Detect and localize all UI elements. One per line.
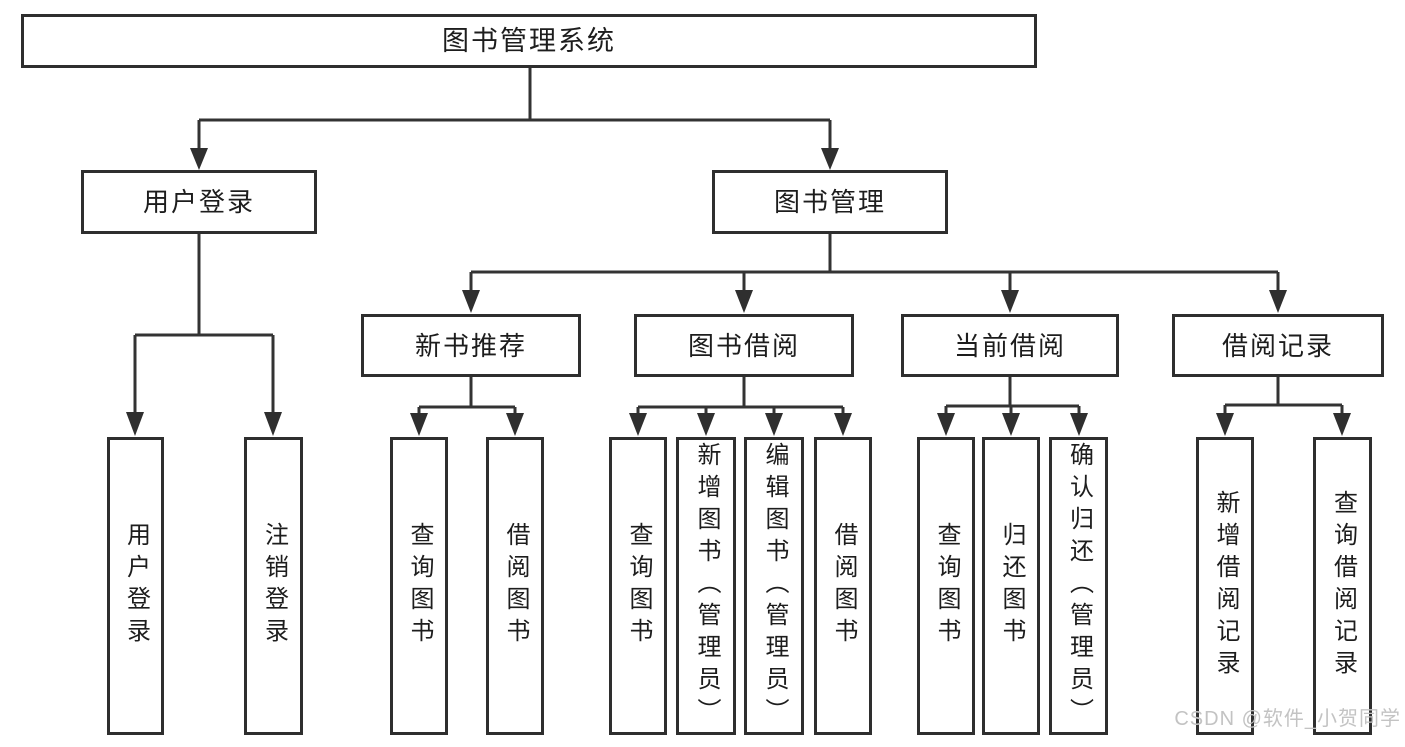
arrow-down-icon [126, 412, 144, 436]
arrow-down-icon [834, 413, 852, 436]
arrow-down-icon [506, 413, 524, 436]
arrow-down-icon [735, 290, 753, 313]
connector-records-to-leaves [1216, 377, 1351, 436]
connector-recommend-to-leaves [410, 377, 524, 436]
leaf-recommend-borrow-books: 借阅图书 [486, 437, 544, 735]
connector-current-to-leaves [937, 377, 1088, 436]
arrow-down-icon [697, 413, 715, 436]
node-current-borrow: 当前借阅 [901, 314, 1119, 377]
arrow-down-icon [1002, 413, 1020, 436]
leaf-borrow-query-books: 查询图书 [609, 437, 667, 735]
arrow-down-icon [1269, 290, 1287, 313]
arrow-down-icon [937, 413, 955, 436]
node-user-login: 用户登录 [81, 170, 317, 234]
node-root-book-management-system: 图书管理系统 [21, 14, 1037, 68]
arrow-down-icon [1216, 413, 1234, 436]
arrow-down-icon [1333, 413, 1351, 436]
leaf-current-query-books: 查询图书 [917, 437, 975, 735]
leaf-recommend-query-books: 查询图书 [390, 437, 448, 735]
node-book-borrow: 图书借阅 [634, 314, 854, 377]
arrow-down-icon [765, 413, 783, 436]
leaf-current-return-books: 归还图书 [982, 437, 1040, 735]
node-borrow-records: 借阅记录 [1172, 314, 1384, 377]
leaf-records-add-record: 新增借阅记录 [1196, 437, 1254, 735]
leaf-borrow-edit-books-admin: 编辑图书（管理员） [744, 437, 804, 735]
leaf-user-login: 用户登录 [107, 437, 164, 735]
connector-user-login-to-leaves [126, 234, 282, 436]
arrow-down-icon [1070, 413, 1088, 436]
leaf-logout: 注销登录 [244, 437, 303, 735]
arrow-down-icon [462, 290, 480, 313]
arrow-down-icon [821, 148, 839, 170]
arrow-down-icon [410, 413, 428, 436]
node-book-management: 图书管理 [712, 170, 948, 234]
node-new-book-recommend: 新书推荐 [361, 314, 581, 377]
leaf-borrow-borrow-books: 借阅图书 [814, 437, 872, 735]
leaf-records-query-record: 查询借阅记录 [1313, 437, 1372, 735]
leaf-current-confirm-return-admin: 确认归还（管理员） [1049, 437, 1108, 735]
arrow-down-icon [190, 148, 208, 170]
connector-book-management-to-level2 [462, 234, 1287, 313]
csdn-watermark: CSDN @软件_小贺同学 [1174, 708, 1401, 730]
arrow-down-icon [1001, 290, 1019, 313]
connector-borrow-to-leaves [629, 377, 852, 436]
arrow-down-icon [629, 413, 647, 436]
leaf-borrow-add-books-admin: 新增图书（管理员） [676, 437, 736, 735]
arrow-down-icon [264, 412, 282, 436]
connector-root-to-level1 [190, 68, 839, 170]
